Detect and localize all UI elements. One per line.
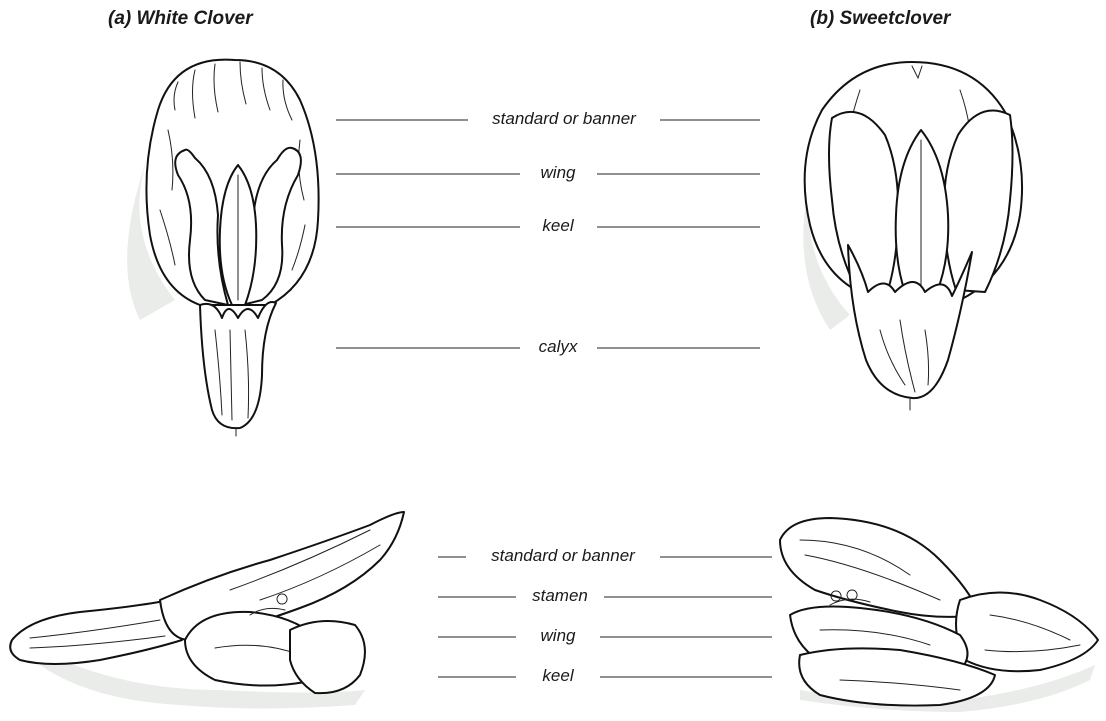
front-label-wing: wing — [539, 163, 578, 183]
front-label-calyx: calyx — [537, 337, 580, 357]
side-label-stamen: stamen — [530, 586, 590, 606]
side-view-leader-lines — [438, 557, 772, 677]
front-label-keel: keel — [540, 216, 575, 236]
side-label-standard: standard or banner — [489, 546, 637, 566]
sweetclover-side-drawing — [780, 518, 1098, 712]
white-clover-front-drawing — [127, 60, 318, 436]
white-clover-side-drawing — [10, 512, 404, 709]
sweetclover-title: (b) Sweetclover — [810, 8, 950, 30]
side-label-keel: keel — [540, 666, 575, 686]
front-label-standard: standard or banner — [490, 109, 638, 129]
side-label-wing: wing — [539, 626, 578, 646]
sweetclover-front-drawing — [803, 62, 1022, 410]
white-clover-title: (a) White Clover — [108, 8, 253, 30]
